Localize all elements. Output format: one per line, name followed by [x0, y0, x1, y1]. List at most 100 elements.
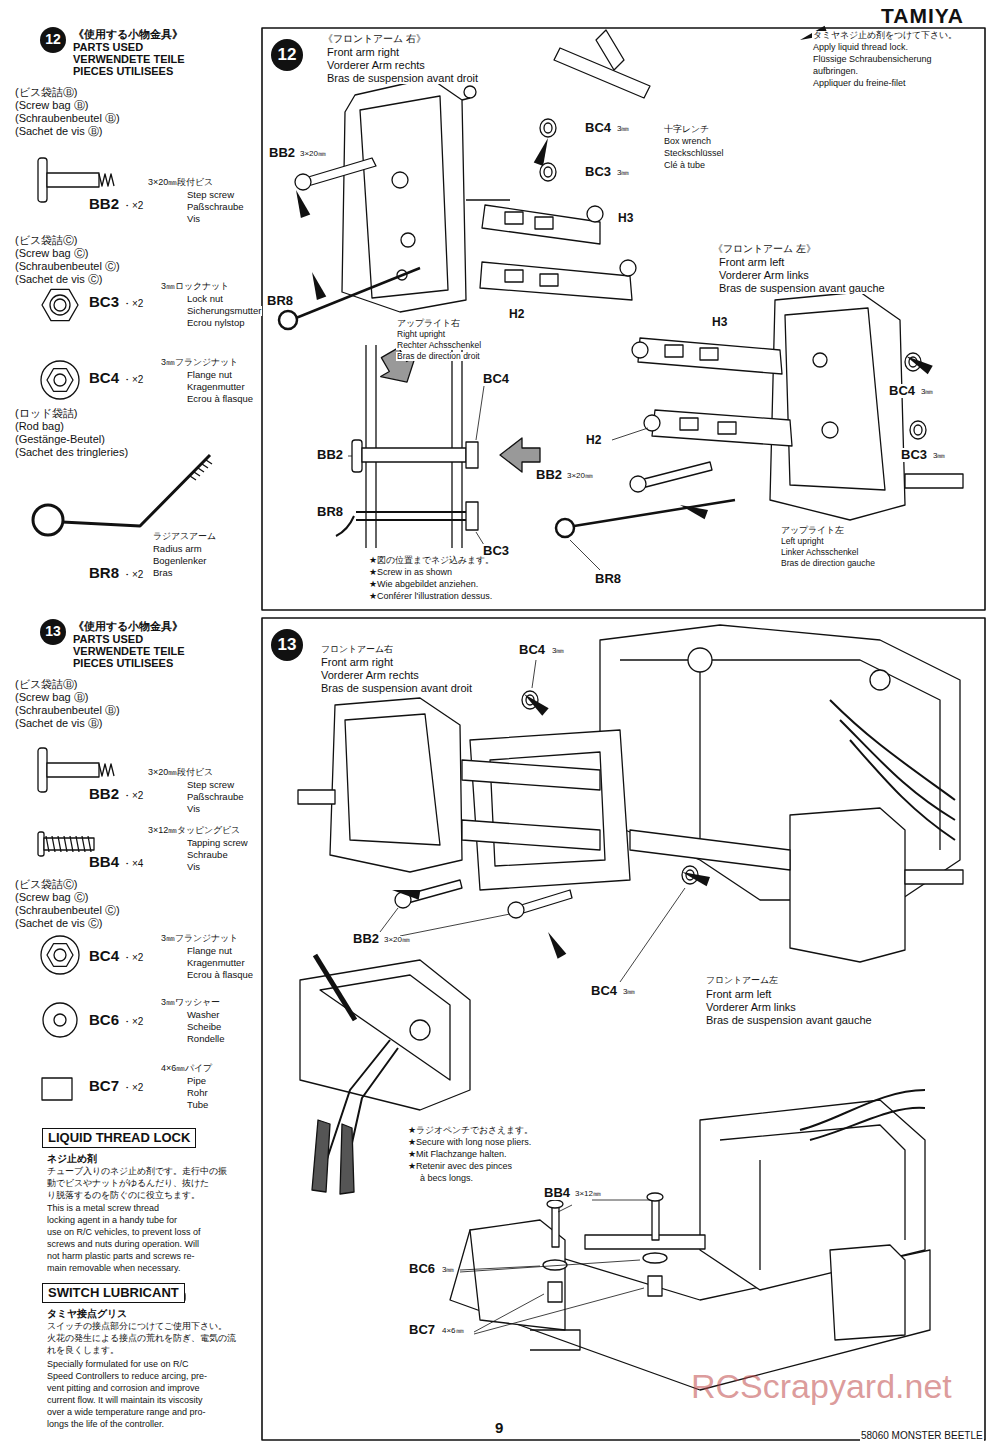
screw-bag: (Schraubenbeutel Ⓒ) [14, 260, 121, 272]
part-description: Sicherungsmutter [186, 306, 262, 316]
part-description: 3×12㎜タッピングビス [147, 826, 241, 836]
screw-bag: (Screw bag Ⓑ) [14, 691, 89, 703]
screw-bag: (ビス袋詰Ⓒ) [14, 878, 78, 890]
part-description: Ecrou à flasque [186, 970, 254, 980]
part-description: Pipe [186, 1076, 207, 1086]
assembly-caption: Bras de suspension avant gauche [718, 282, 886, 294]
brand-title: TAMIYA [880, 4, 965, 27]
product-code: 58060 MONSTER BEETLE [860, 1430, 984, 1441]
product-note: 火花の発生による接点の荒れを防ぎ、電気の流 [46, 1334, 237, 1344]
screw-bag: (Schraubenbeutel Ⓒ) [14, 904, 121, 916]
assembly-caption: Bras de suspension avant droit [326, 72, 479, 84]
node-text: 13 [45, 624, 61, 639]
instruction-note: ★Screw in as shown [368, 568, 453, 578]
part-description: Rechter Achsschenkel [396, 341, 482, 350]
assembly-caption: フロントアーム右 [320, 645, 394, 654]
screw-bag: (Gestänge-Beutel) [14, 433, 106, 445]
part-description: Left upright [780, 537, 825, 546]
quantity: ・×2 [121, 374, 144, 385]
instruction-note: ★図の位置までネジ込みます。 [368, 556, 495, 566]
quantity: ・×2 [121, 952, 144, 963]
part-description: 3㎜フランジナット [160, 358, 239, 368]
part-code: BC6 [408, 1262, 436, 1276]
part-description: Radius arm [152, 544, 203, 554]
part-code: BB2 [88, 196, 120, 213]
part-description: Tube [186, 1100, 209, 1110]
part-code: BC4 [584, 121, 612, 135]
part-description: 4×6㎜ [441, 1327, 465, 1336]
instruction-note: ★Conférer l'illustration dessus. [368, 592, 493, 602]
part-description: Schraube [186, 850, 229, 860]
part-description: 3×20㎜ [566, 472, 594, 481]
part-description: Vis [186, 862, 201, 872]
instruction-note: à becs longs. [419, 1174, 474, 1184]
part-description: Vis [186, 214, 201, 224]
part-description: 3㎜ [932, 452, 946, 461]
part-code: BC6 [88, 1012, 120, 1029]
part-code: BR8 [316, 505, 344, 519]
section-heading: VERWENDETE TEILE [72, 645, 186, 657]
instruction-note: Flüssige Schraubensicherung [812, 55, 933, 65]
node-text: LIQUID THREAD LOCK [48, 1131, 190, 1145]
assembly-caption: 《フロントアーム 右》 [322, 33, 427, 44]
part-code: BB4 [543, 1186, 571, 1200]
product-note: スイッチの接点部分につけてご使用下さい。 [46, 1322, 228, 1332]
product-note: main removable when necessary. [46, 1264, 181, 1274]
product-note: current flow. It will maintain its visco… [46, 1396, 204, 1406]
screw-bag: (ビス袋詰Ⓑ) [14, 86, 78, 98]
part-description: Bras de direction gauche [780, 559, 876, 568]
part-description: アップライト右 [396, 319, 461, 328]
part-code: BC4 [590, 984, 618, 998]
screw-bag: (Screw bag Ⓑ) [14, 99, 89, 111]
part-code: BR8 [594, 572, 622, 586]
part-description: 3×20㎜段付ビス [147, 768, 214, 778]
screw-bag: (Screw bag Ⓒ) [14, 247, 89, 259]
part-description: Tapping screw [186, 838, 249, 848]
part-description: Steckschlüssel [663, 149, 725, 159]
part-description: 3㎜ [616, 125, 630, 134]
instruction-note: aufbringen. [812, 67, 859, 77]
screw-bag: (ロッド袋詰) [14, 407, 78, 419]
part-code: BC4 [88, 948, 120, 965]
section-heading: PIECES UTILISEES [72, 65, 174, 77]
assembly-caption: Front arm right [320, 656, 394, 668]
part-code: BR8 [266, 294, 294, 308]
part-description: Linker Achsschenkel [780, 548, 860, 557]
part-description: 3㎜ [616, 169, 630, 178]
part-description: 3×20㎜ [383, 936, 411, 945]
section-heading: 《使用する小物金具》 [72, 28, 184, 40]
part-description: Scheibe [186, 1022, 222, 1032]
quantity: ・×4 [121, 858, 144, 869]
step-number: 13 [271, 629, 303, 661]
part-description: Ecrou nylstop [186, 318, 246, 328]
part-description: Bras [152, 568, 174, 578]
node-text: 13 [278, 636, 297, 655]
product-note: り脱落するのを防ぐのに役立ちます。 [46, 1191, 201, 1201]
instruction-note: ★Retenir avec des pinces [407, 1162, 513, 1172]
product-note: Specially formulated for use on R/C [46, 1360, 190, 1370]
part-description: アップライト左 [780, 526, 845, 535]
section-heading: PARTS USED [72, 41, 144, 53]
part-description: Flange nut [186, 370, 233, 380]
instruction-note: ★Secure with long nose pliers. [407, 1138, 532, 1148]
quantity: ・×2 [121, 298, 144, 309]
part-code: BC4 [482, 372, 510, 386]
quantity: ・×2 [121, 790, 144, 801]
assembly-caption: Front arm left [718, 256, 785, 268]
assembly-caption: Vorderer Arm rechts [320, 669, 420, 681]
part-description: Ecrou à flasque [186, 394, 254, 404]
part-description: Clé à tube [663, 161, 706, 171]
assembly-caption: Front arm left [705, 988, 772, 1000]
assembly-caption: Vorderer Arm links [705, 1001, 797, 1013]
part-description: Rohr [186, 1088, 209, 1098]
assembly-caption: Bras de suspension avant droit [320, 682, 473, 694]
screw-bag: (Sachet de vis Ⓒ) [14, 917, 103, 929]
part-description: 3㎜ [551, 647, 565, 656]
product-note: タミヤ接点グリス [46, 1308, 128, 1319]
node-text: SWITCH LUBRICANT [48, 1286, 179, 1300]
section-heading: PIECES UTILISEES [72, 657, 174, 669]
part-code: BC7 [88, 1078, 120, 1095]
product-note: not harm plastic parts and screws re- [46, 1252, 196, 1262]
product-note: screws and nuts during operation. Will [46, 1240, 200, 1250]
product-note: 動でビスやナットがゆるんだり、抜けた [46, 1179, 210, 1189]
